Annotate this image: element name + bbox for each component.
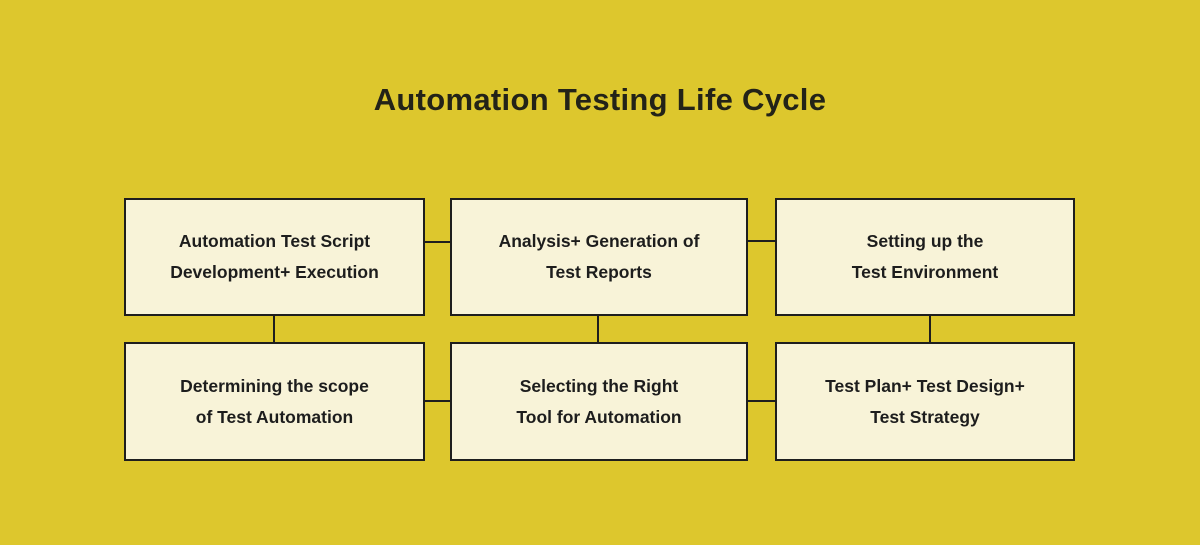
flow-box-label-line: Test Strategy — [870, 406, 980, 427]
flow-box-label-line: Automation Test Script — [178, 231, 371, 251]
connector-horizontal-box5-box6 — [746, 400, 777, 402]
flow-box-label-line: Tool for Automation — [516, 406, 682, 427]
flow-box-analysis-generation-of-test-reports: Analysis+ Generation of Test Reports — [450, 198, 748, 316]
connector-horizontal-box2-box3 — [746, 240, 777, 242]
flow-box-automation-test-script-development-execution: Automation Test Script Development+ Exec… — [124, 198, 425, 316]
page-title: Automation Testing Life Cycle — [373, 82, 827, 117]
flow-box-selecting-the-right-tool-for-automation: Selecting the Right Tool for Automation — [450, 342, 748, 461]
flow-box-label-line: Selecting the Right — [519, 375, 679, 396]
flow-box-label-line: Test Reports — [546, 262, 652, 282]
flow-box-label-line: Test Environment — [851, 262, 999, 282]
connector-vertical-box2-box5 — [597, 314, 599, 344]
flow-box-label-line: Determining the scope — [180, 375, 369, 396]
flow-box-test-plan-test-design-test-strategy: Test Plan+ Test Design+ Test Strategy — [775, 342, 1075, 461]
flow-box-label-line: Setting up the — [866, 231, 984, 251]
flow-box-setting-up-the-test-environment: Setting up the Test Environment — [775, 198, 1075, 316]
flow-box-determining-the-scope-of-test-automation: Determining the scope of Test Automation — [124, 342, 425, 461]
connector-vertical-box1-box4 — [273, 314, 275, 344]
flow-box-label-line: Analysis+ Generation of — [498, 231, 700, 251]
connector-vertical-box3-box6 — [929, 314, 931, 344]
flow-box-label-line: Test Plan+ Test Design+ — [825, 375, 1025, 396]
connector-horizontal-box4-box5 — [423, 400, 452, 402]
flow-box-label-line: Development+ Execution — [170, 262, 379, 282]
connector-horizontal-box1-box2 — [423, 241, 452, 243]
flow-box-label-line: of Test Automation — [195, 406, 354, 427]
